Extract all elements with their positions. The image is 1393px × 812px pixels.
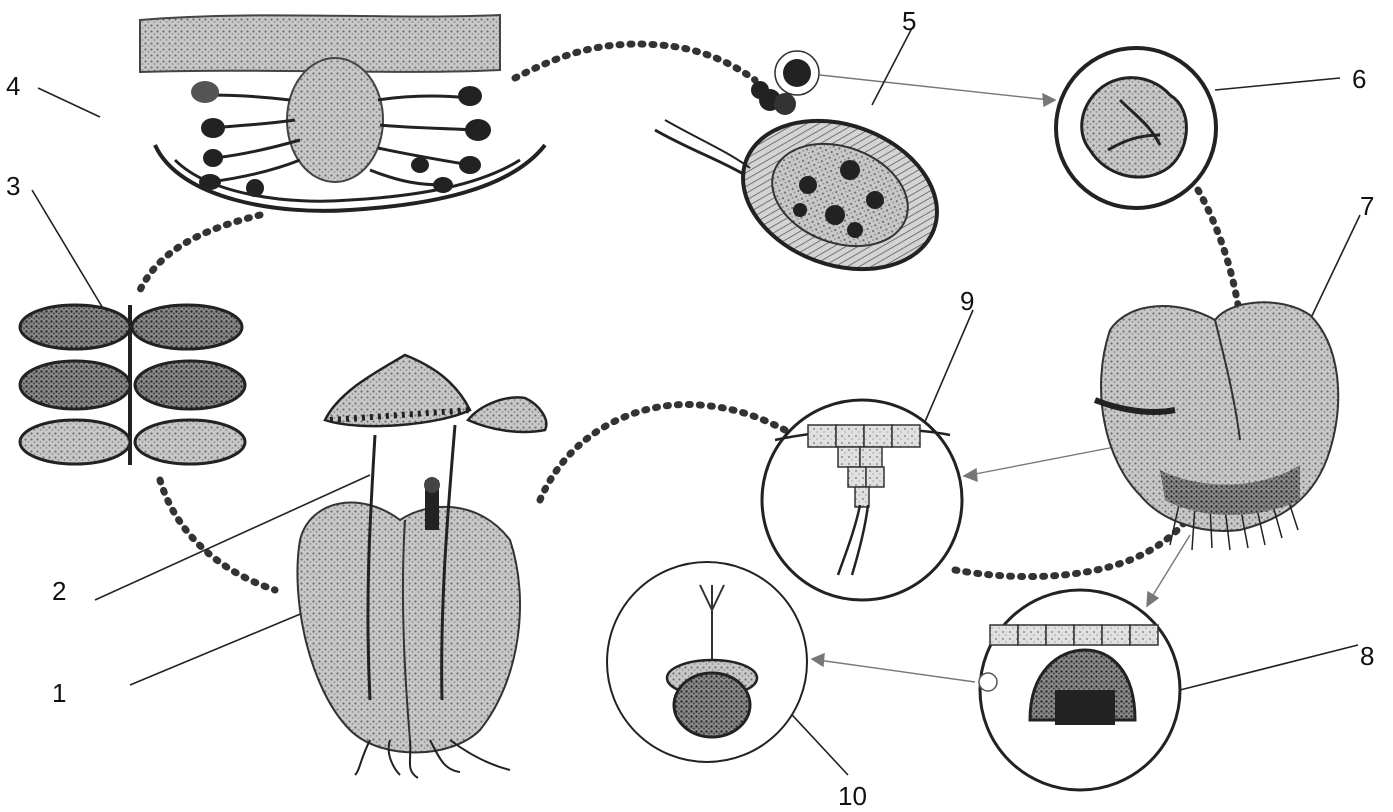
label-10: 10 [838,781,867,811]
stage-8-archegonium-section [979,590,1180,790]
label-1: 1 [52,678,66,708]
stage-3-leafy-shoot [20,305,245,465]
stage-4-cross-section [140,15,545,211]
stage-10-young-sporophyte [607,562,807,762]
stage-5-sporangium [655,51,958,295]
label-2: 2 [52,576,66,606]
label-6: 6 [1352,64,1366,94]
label-9: 9 [960,286,974,316]
stage-6-spore [1056,48,1216,208]
stage-7-thallus [1095,302,1338,550]
label-8: 8 [1360,641,1374,671]
label-3: 3 [6,171,20,201]
label-5: 5 [902,6,916,36]
stage-1-2-adult-plant [297,355,546,778]
label-7: 7 [1360,191,1374,221]
stage-9-rhizoid-section [762,400,962,600]
label-4: 4 [6,71,20,101]
